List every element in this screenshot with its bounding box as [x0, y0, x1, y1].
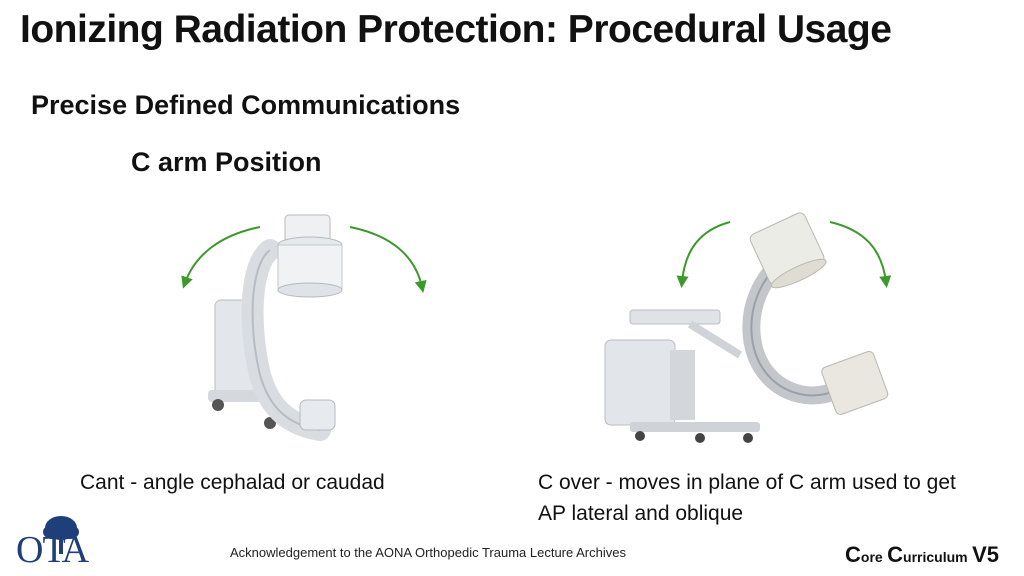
rotate-left-arrow-icon: [676, 221, 731, 288]
slide-subtitle: Precise Defined Communications: [31, 90, 461, 120]
section-heading: C arm Position: [131, 147, 322, 177]
brand-urriculum: urriculum: [903, 549, 968, 565]
brand-c1: C: [845, 542, 861, 567]
slide-title: Ionizing Radiation Protection: Procedura…: [20, 8, 892, 51]
brand-c2: C: [887, 542, 904, 567]
core-curriculum-brand: Core Curriculum V5: [845, 542, 999, 568]
rotate-right-arrow-icon: [349, 226, 427, 293]
cant-caption: Cant - angle cephalad or caudad: [80, 471, 385, 494]
ota-logo: OTA: [16, 514, 106, 570]
rotate-left-arrow-icon: [181, 226, 261, 289]
brand-version: V5: [972, 542, 999, 567]
c-arm-cant-image: [160, 205, 460, 455]
brand-ore: ore: [860, 549, 883, 565]
c-arm-c-over-image: [590, 200, 920, 455]
acknowledgement-text: Acknowledgement to the AONA Orthopedic T…: [230, 545, 626, 560]
rotate-right-arrow-icon: [829, 221, 892, 288]
logo-text: OTA: [16, 529, 89, 571]
c-over-caption: C over - moves in plane of C arm used to…: [538, 471, 956, 525]
